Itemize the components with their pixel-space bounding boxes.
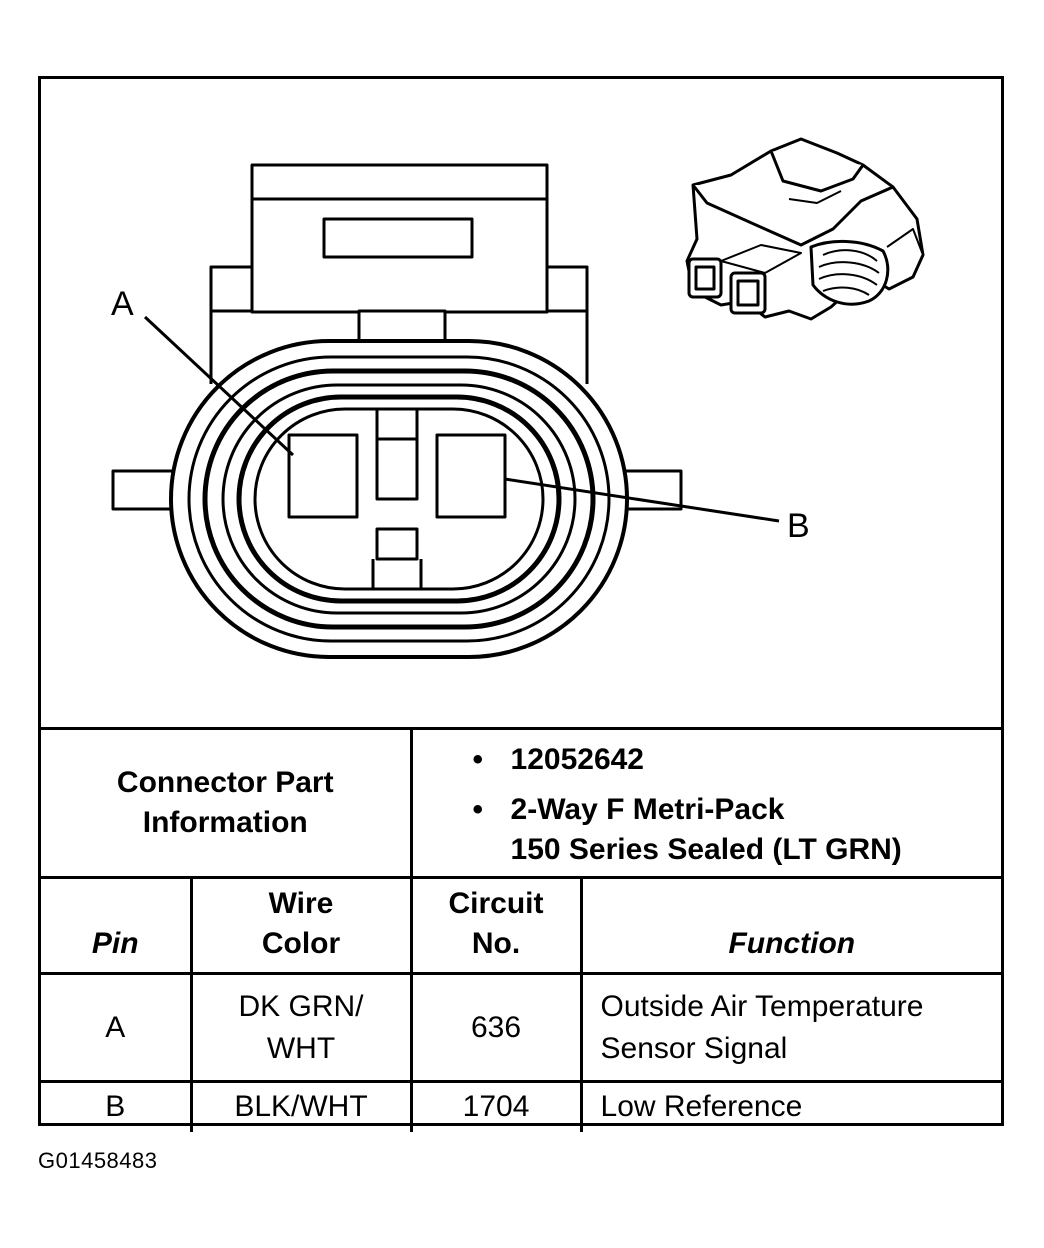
function-cell: Low Reference	[579, 1080, 1002, 1132]
header-circuit-line2: No.	[471, 927, 521, 960]
pin-cell: A	[41, 972, 193, 1083]
function-cell: Outside Air Temperature Sensor Signal	[579, 972, 1002, 1083]
part-number: 12052642	[510, 743, 644, 776]
bullet-glyph: •	[472, 743, 484, 776]
connector-description-item: • 2-Way F Metri-Pack 150 Series Sealed (…	[473, 790, 1002, 870]
wire-color-line1: DK GRN/	[238, 989, 364, 1023]
figure-id: G01458483	[38, 1148, 158, 1173]
pin-cell: B	[41, 1080, 193, 1132]
pin-cavity-a	[287, 433, 359, 519]
pin-label-b: B	[787, 507, 810, 545]
connector-info-row: Connector Part Information • 12052642 • …	[41, 727, 1002, 879]
table-row: B BLK/WHT 1704 Low Reference	[41, 1080, 1002, 1132]
wire-color-cell: BLK/WHT	[189, 1080, 413, 1132]
header-wire-color-line2: Color	[261, 927, 341, 960]
bullet-glyph: •	[472, 793, 484, 826]
header-wire-color-line1: Wire	[268, 887, 334, 920]
connector-side-tabs	[111, 469, 683, 511]
connector-info-details: • 12052642 • 2-Way F Metri-Pack 150 Seri…	[409, 727, 1002, 879]
wire-color-line2: WHT	[266, 1031, 336, 1065]
connector-pinout-table: Connector Part Information • 12052642 • …	[41, 727, 1002, 1132]
connector-latch-housing	[209, 163, 589, 384]
leader-line-a	[143, 315, 295, 457]
pin-table-header-row: Pin Wire Color Circuit No. Function	[41, 876, 1002, 975]
circuit-cell: 636	[409, 972, 583, 1083]
connector-drawing: A B	[111, 137, 925, 659]
pin-label-a: A	[111, 285, 134, 323]
leader-line-b	[504, 477, 780, 523]
function-line1: Outside Air Temperature	[600, 989, 924, 1023]
circuit-cell: 1704	[409, 1080, 583, 1132]
connector-info-label-line1: Connector Part	[116, 766, 334, 799]
header-pin-text: Pin	[91, 927, 139, 960]
table-row: A DK GRN/ WHT 636 Outside Air Temperatur…	[41, 972, 1002, 1083]
diagram-frame: A B Connec	[38, 76, 1004, 1132]
wire-color-cell: DK GRN/ WHT	[189, 972, 413, 1083]
header-function: Function	[579, 876, 1002, 975]
header-wire-color: Wire Color	[189, 876, 413, 975]
header-circuit-no: Circuit No.	[409, 876, 583, 975]
connector-center-keys	[371, 407, 423, 591]
header-pin: Pin	[41, 876, 193, 975]
connector-info-label: Connector Part Information	[41, 727, 413, 879]
connector-info-label-line2: Information	[142, 806, 308, 839]
header-function-text: Function	[728, 927, 856, 960]
connector-description-line2: 150 Series Sealed (LT GRN)	[510, 833, 902, 866]
pin-cavity-b	[435, 433, 507, 519]
part-number-item: • 12052642	[473, 740, 1002, 780]
function-line2: Sensor Signal	[600, 1031, 788, 1065]
connector-description-line1: 2-Way F Metri-Pack	[510, 793, 785, 826]
header-circuit-line1: Circuit	[448, 887, 544, 920]
connector-isometric-icon	[685, 137, 925, 321]
